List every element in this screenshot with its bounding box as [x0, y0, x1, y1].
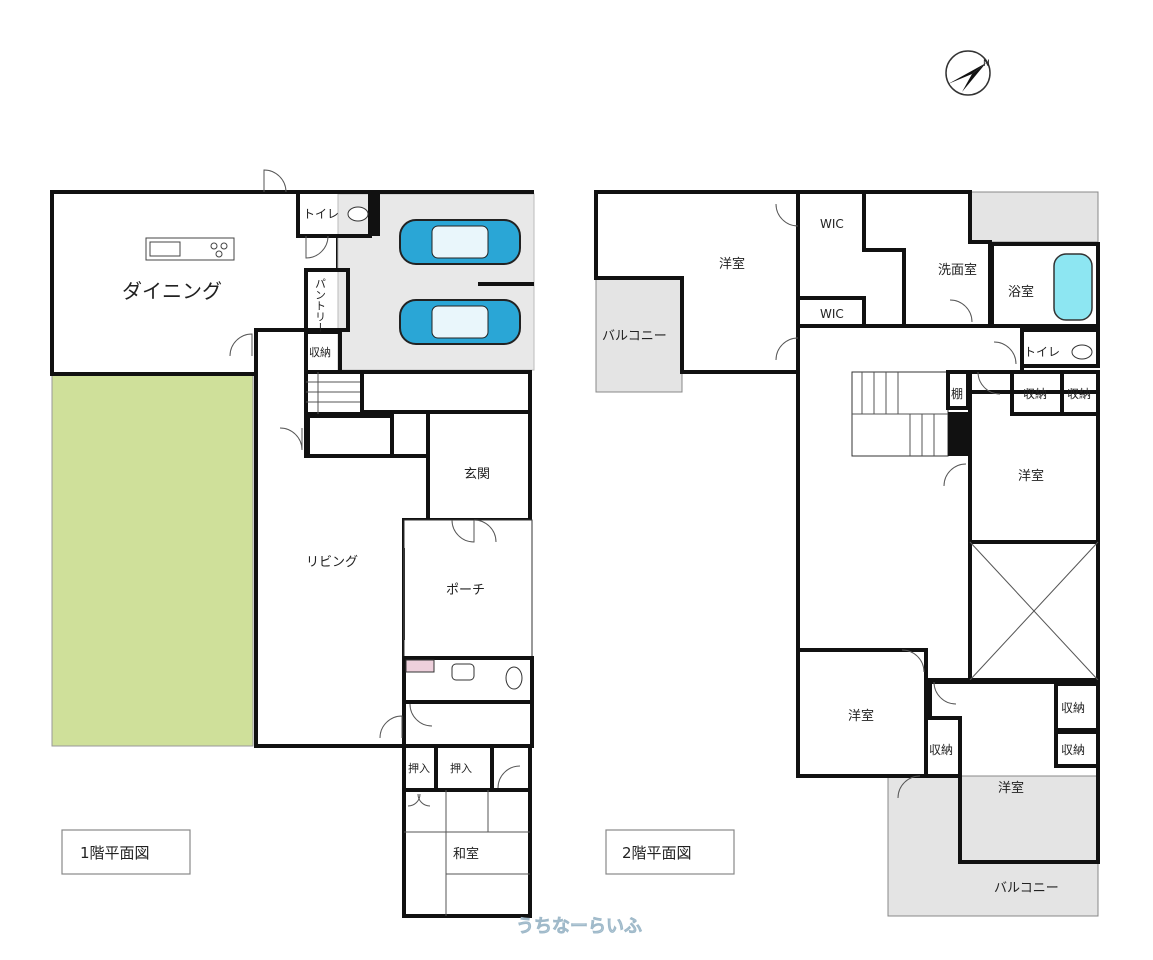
storage-d-label: 収納 — [1061, 701, 1085, 715]
wic-bottom-label: WIC — [820, 307, 844, 321]
storage-c-label: 収納 — [929, 743, 953, 757]
balcony-s-label: バルコニー — [994, 881, 1059, 896]
shelf-label: 棚 — [951, 386, 963, 401]
hall-storage-1f — [360, 370, 532, 414]
washitsu-room — [402, 788, 532, 918]
toilet-2f-label: トイレ — [1024, 345, 1060, 359]
storage-e — [1054, 730, 1100, 768]
closet-a-label: 押入 — [408, 761, 430, 775]
compass-letter: N — [983, 59, 990, 69]
floor2-plan — [594, 190, 1100, 917]
car-icon — [399, 299, 521, 345]
wic-top-label: WIC — [820, 217, 844, 231]
western-e-label: 洋室 — [1018, 468, 1044, 484]
washitsu-label: 和室 — [453, 846, 479, 862]
floor1-caption-box — [61, 829, 191, 875]
balcony-roof — [969, 191, 1099, 243]
pantry-label: パントリー — [314, 278, 327, 333]
garden-area — [51, 373, 254, 747]
floor1-caption: 1階平面図 — [80, 844, 150, 862]
living-label: リビング — [306, 555, 358, 570]
storage-1f-label: 収納 — [309, 346, 331, 359]
car-icon — [399, 219, 521, 265]
entrance-label: 玄関 — [464, 467, 490, 482]
western-nw-label: 洋室 — [719, 256, 745, 272]
stairs-1f — [304, 370, 364, 416]
compass-icon: N — [945, 50, 991, 96]
storage-b-label: 収納 — [1067, 387, 1091, 401]
door-icon — [229, 169, 521, 807]
toilet-1f-label: トイレ — [303, 207, 339, 221]
bath-label: 浴室 — [1008, 284, 1034, 300]
floor1-plan — [50, 169, 535, 918]
washroom-2f — [862, 190, 992, 328]
western-room-sw — [796, 648, 928, 778]
balcony-w-label: バルコニー — [602, 329, 667, 344]
bath-2f — [990, 242, 1100, 328]
under-stair-storage — [306, 414, 394, 458]
entrance-hall — [426, 410, 532, 522]
balcony-west — [595, 277, 683, 393]
porch — [403, 519, 533, 659]
western-se-label: 洋室 — [998, 780, 1024, 796]
balcony-south — [887, 775, 1099, 917]
storage-a-label: 収納 — [1023, 387, 1047, 401]
closet-b-label: 押入 — [450, 761, 472, 775]
floor2-caption-box — [605, 829, 735, 875]
porch-label: ポーチ — [446, 583, 485, 598]
storage-e-label: 収納 — [1061, 743, 1085, 757]
western-sw-label: 洋室 — [848, 708, 874, 724]
washroom-label: 洗面室 — [938, 262, 977, 278]
wic-top — [796, 190, 906, 328]
door-icon — [775, 203, 1017, 799]
dining-label: ダイニング — [122, 279, 222, 303]
floor2-caption: 2階平面図 — [622, 844, 692, 862]
watermark: うちなーらいふ — [516, 916, 642, 937]
